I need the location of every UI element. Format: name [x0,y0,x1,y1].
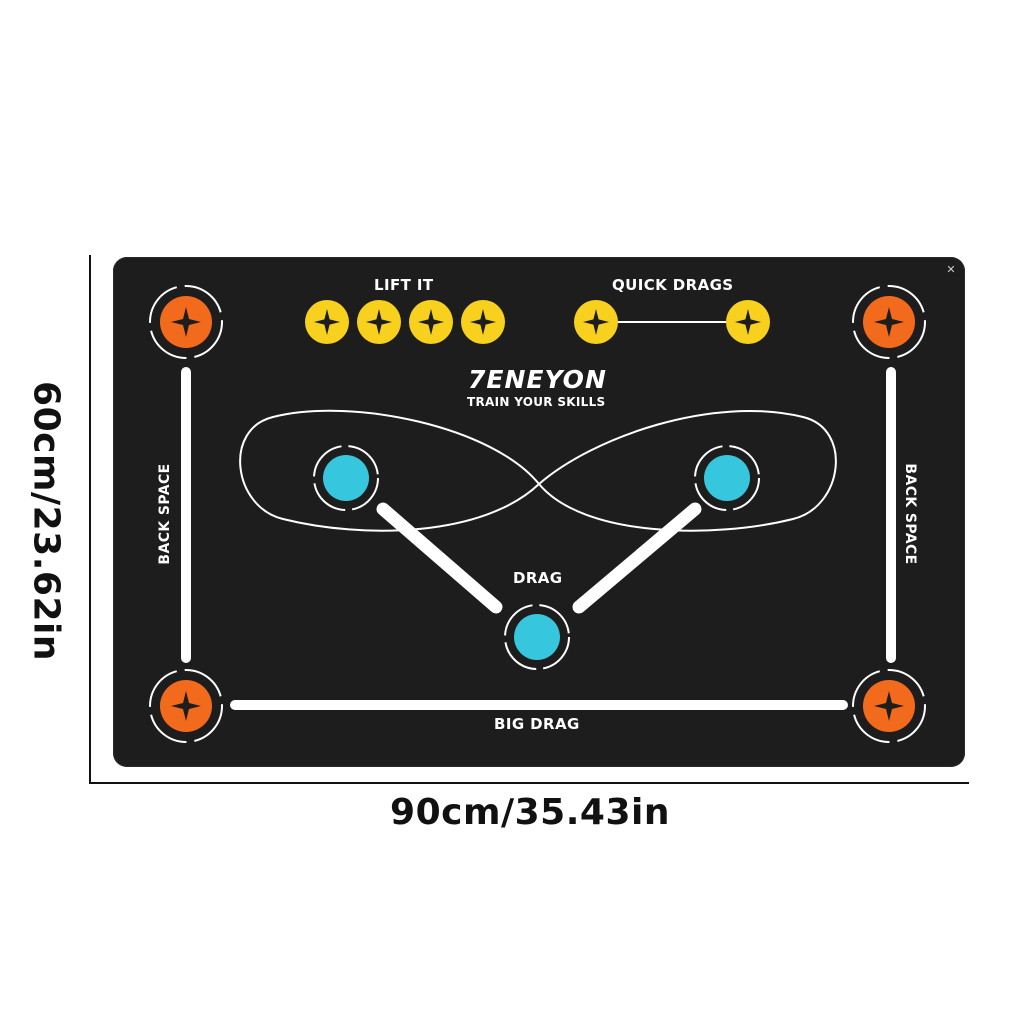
big-drag-bar [230,700,848,710]
lift-it-target-2[interactable] [357,300,401,344]
drag-bar-left [376,502,503,614]
lift-it-target-4[interactable] [461,300,505,344]
back-space-bar-right [886,367,896,663]
quick-drags-target-start[interactable] [574,300,618,344]
lift-it-target-3[interactable] [409,300,453,344]
infinity-track [239,409,837,532]
cyan-target-right[interactable] [694,445,760,511]
lift-it-label: LIFT IT [374,276,434,294]
back-space-label-left: BACK SPACE [157,463,173,565]
quick-drags-label: QUICK DRAGS [612,276,734,294]
training-mat: ✕ LIFT IT QUICK DRAGS 7ENEYON TRAIN YOUR… [113,257,965,767]
mat-graphics [149,285,926,743]
back-space-label-right: BACK SPACE [902,463,918,565]
brand-logo: 7ENEYON [468,365,607,394]
quick-drags-target-end[interactable] [726,300,770,344]
orange-target-bottom-right[interactable] [852,669,926,743]
lift-it-target-1[interactable] [305,300,349,344]
big-drag-label: BIG DRAG [494,715,580,733]
height-dimension-line [89,255,91,784]
width-dimension-line [89,782,969,784]
close-icon: ✕ [946,263,956,276]
drag-label: DRAG [513,569,563,587]
cyan-target-bottom[interactable] [504,604,570,670]
back-space-bar-left [181,367,191,663]
orange-target-top-right[interactable] [852,285,926,359]
orange-target-top-left[interactable] [149,285,223,359]
drag-bar-right [572,502,702,614]
brand-tagline: TRAIN YOUR SKILLS [467,395,606,409]
width-dimension-label: 90cm/35.43in [390,792,670,833]
cyan-target-left[interactable] [313,445,379,511]
height-dimension-label: 60cm/23.62in [25,381,67,661]
orange-target-bottom-left[interactable] [149,669,223,743]
